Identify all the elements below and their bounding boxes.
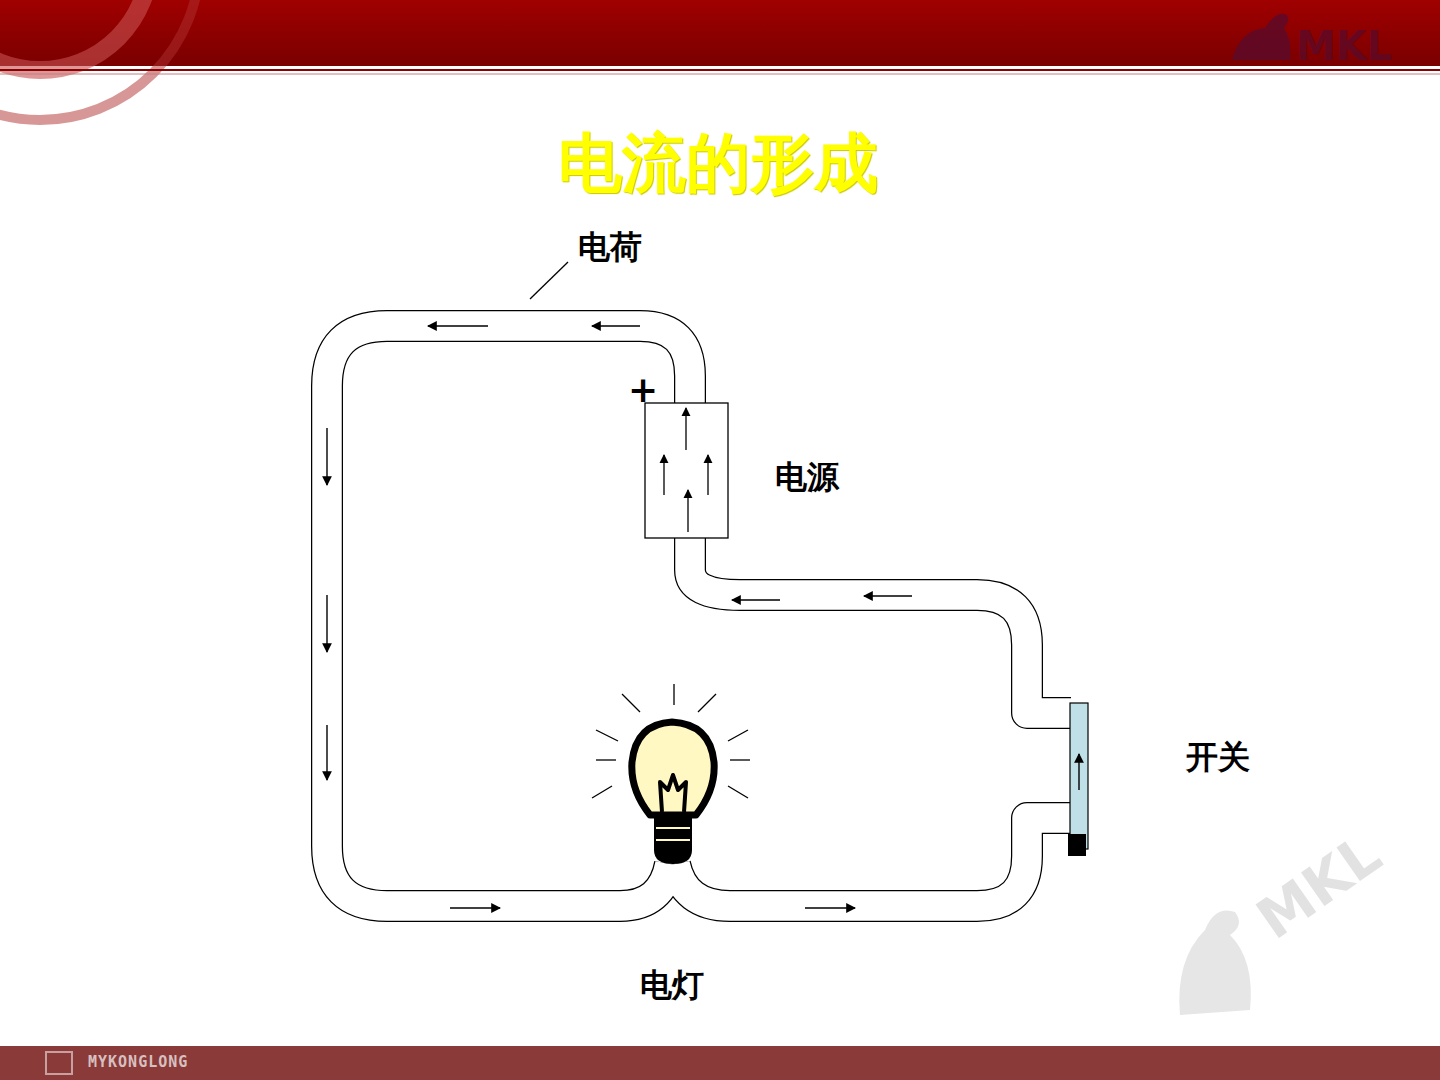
source-label: 电源 — [775, 460, 839, 495]
lamp-label: 电灯 — [640, 968, 704, 1003]
footer-logo — [46, 1052, 72, 1074]
leader-line — [530, 262, 568, 299]
header-rule — [0, 69, 1440, 71]
current-arrow — [327, 326, 1079, 908]
positive-terminal: + — [628, 370, 658, 410]
footer-bar — [0, 1046, 1440, 1080]
watermark-text: MKL — [1246, 823, 1392, 951]
switch — [1070, 703, 1088, 849]
slide-title: 电流的形成 — [0, 128, 1436, 198]
light-bulb — [592, 684, 750, 864]
header-ornament — [0, 0, 200, 120]
wire-tube — [327, 326, 1073, 906]
power-source — [645, 403, 728, 538]
charge-label: 电荷 — [578, 230, 642, 265]
header-bar — [0, 0, 1440, 66]
charge-arrow — [664, 408, 708, 532]
header-rule — [0, 74, 1440, 75]
footer-text: MYKONGLONG — [88, 1054, 188, 1071]
switch-knob — [1068, 834, 1086, 856]
logo-mark — [1232, 14, 1290, 60]
switch-label: 开关 — [1186, 740, 1250, 775]
header-ornament — [0, 0, 150, 70]
logo-text: MKL — [1296, 24, 1392, 68]
watermark-mark — [1179, 910, 1251, 1015]
